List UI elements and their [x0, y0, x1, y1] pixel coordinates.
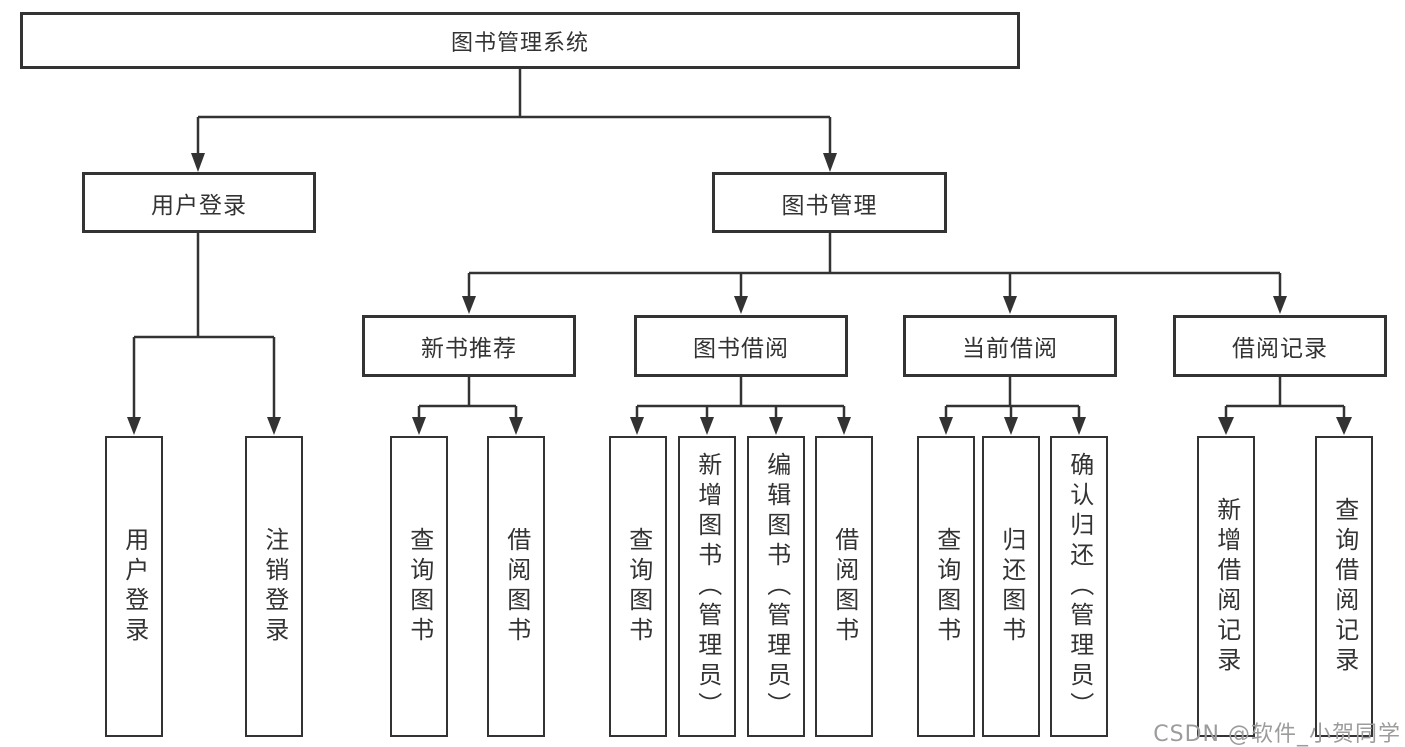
node-book-management: 图书管理	[712, 172, 947, 233]
node-leaf-logout: 注销登录	[245, 436, 303, 737]
node-label: 图书借阅	[693, 336, 789, 362]
node-leaf-query-books-borrow: 查询图书	[609, 436, 667, 737]
node-label: 新书推荐	[421, 336, 517, 362]
node-label: 新增图书（管理员）	[693, 451, 722, 722]
node-label: 借阅图书	[502, 526, 531, 647]
node-user-login: 用户登录	[82, 172, 316, 233]
node-label: 查询借阅记录	[1330, 496, 1359, 677]
node-leaf-user-login-action: 用户登录	[105, 436, 163, 737]
node-book-borrow: 图书借阅	[634, 315, 848, 377]
node-label: 图书管理系统	[450, 30, 589, 56]
node-label: 归还图书	[997, 526, 1026, 647]
node-label: 注销登录	[260, 526, 289, 647]
csdn-watermark: CSDN @软件_小贺同学	[1153, 722, 1401, 747]
node-leaf-query-borrow-record: 查询借阅记录	[1315, 436, 1373, 737]
node-label: 确认归还（管理员）	[1065, 451, 1094, 722]
node-label: 图书管理	[781, 192, 878, 219]
node-leaf-edit-books-admin: 编辑图书（管理员）	[747, 436, 805, 737]
node-label: 查询图书	[405, 526, 434, 647]
node-label: 用户登录	[120, 526, 149, 647]
node-label: 新增借阅记录	[1212, 496, 1241, 677]
node-new-book-recommend: 新书推荐	[362, 315, 576, 377]
node-leaf-borrow-books: 借阅图书	[815, 436, 873, 737]
node-leaf-query-books-recommend: 查询图书	[390, 436, 448, 737]
node-leaf-borrow-books-recommend: 借阅图书	[487, 436, 545, 737]
node-label: 借阅记录	[1232, 336, 1328, 362]
node-label: 编辑图书（管理员）	[762, 451, 791, 722]
node-borrow-record: 借阅记录	[1173, 315, 1387, 377]
node-root-system: 图书管理系统	[20, 12, 1020, 69]
node-label: 借阅图书	[830, 526, 859, 647]
node-label: 查询图书	[624, 526, 653, 647]
node-leaf-add-borrow-record: 新增借阅记录	[1197, 436, 1255, 737]
node-leaf-query-books-current: 查询图书	[917, 436, 975, 737]
node-leaf-confirm-return-admin: 确认归还（管理员）	[1050, 436, 1108, 737]
node-label: 当前借阅	[962, 336, 1058, 362]
node-label: 查询图书	[932, 526, 961, 647]
node-label: 用户登录	[151, 192, 247, 219]
node-leaf-return-books: 归还图书	[982, 436, 1040, 737]
node-current-borrow: 当前借阅	[903, 315, 1117, 377]
node-leaf-add-books-admin: 新增图书（管理员）	[678, 436, 736, 737]
